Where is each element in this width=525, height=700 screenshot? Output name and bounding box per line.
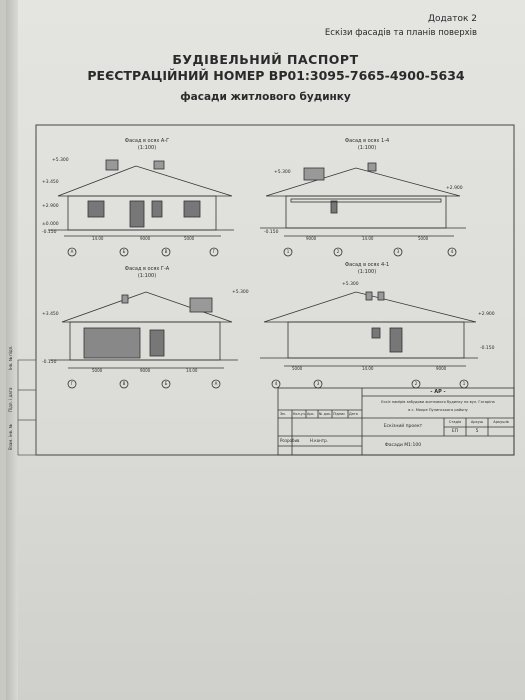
drawing-frame	[35, 124, 515, 456]
title-block	[277, 387, 515, 456]
side-strip-label-2: Підп. і дата	[8, 387, 13, 412]
level-ground-4: -0.150	[480, 346, 495, 351]
axis-1-0: А	[70, 249, 74, 254]
axis-2-3: 4	[450, 249, 454, 254]
axis-3-3: А	[214, 381, 218, 386]
stamp-description-1: Ескіз намірів забудови житлового будинку…	[381, 400, 495, 404]
facade-2-scale: (1:100)	[357, 145, 377, 151]
facade-a-g-drawing	[48, 159, 234, 257]
dim-3a: 5000	[92, 368, 103, 373]
stamp-stage-value: ЕП	[451, 429, 459, 434]
level-ridge-3: +5.300	[232, 290, 249, 295]
dim-3b: 9000	[140, 368, 151, 373]
facade-1-title: Фасад в осях А-Г	[124, 138, 170, 144]
facade-2-title: Фасад в осях 1-4	[344, 138, 390, 144]
axis-4-3: 1	[462, 381, 466, 386]
stamp-sheet-header: Аркуш	[470, 420, 484, 424]
page-title-line2: РЕЄСТРАЦІЙНИЙ НОМЕР ВР01:3095-7665-4900-…	[87, 68, 465, 83]
dim-2a: 9000	[306, 236, 317, 241]
facade-4-1-drawing	[260, 291, 478, 389]
axis-2-2: 3	[396, 249, 400, 254]
stamp-developer: Розробив	[280, 438, 300, 443]
page-subtitle: фасади житлового будинку	[180, 91, 351, 103]
facade-1-scale: (1:100)	[137, 145, 157, 151]
stamp-checker: Н.контр.	[310, 438, 328, 443]
dim-2b: 14.00	[362, 236, 374, 241]
facade-4-scale: (1:100)	[357, 269, 377, 275]
dim-1b: 9000	[140, 236, 151, 241]
stamp-sheet-value: 5	[475, 429, 479, 434]
dim-3c: 14.00	[186, 368, 198, 373]
dim-2c: 5000	[418, 236, 429, 241]
facade-4-title: Фасад в осях 4-1	[344, 262, 390, 268]
dim-1a: 14.00	[92, 236, 104, 241]
stamp-col-6: Дата	[349, 412, 358, 416]
stamp-col-3: Арк.	[307, 412, 315, 416]
drawing-sheet	[17, 124, 515, 456]
level-ground-1: -0.150	[42, 230, 57, 235]
axis-1-3: Г	[212, 249, 216, 254]
stamp-sheet-title: Фасади М1:100	[384, 443, 422, 448]
stamp-code: - АР -	[430, 389, 446, 395]
side-strip	[17, 359, 37, 456]
axis-3-2: Б	[164, 381, 168, 386]
stamp-col-4: № док.	[319, 412, 332, 416]
stamp-col-1: Зм.	[280, 412, 286, 416]
side-strip-label-3: Взам. інв. №	[8, 424, 13, 450]
stamp-description-2: в с. Мокре Пулинського району	[408, 408, 468, 412]
axis-4-1: 3	[316, 381, 320, 386]
axis-1-2: В	[164, 249, 168, 254]
binder-edge	[6, 0, 18, 700]
level-eave-1: +2.900	[42, 204, 59, 209]
axis-1-1: Б	[122, 249, 126, 254]
facade-1-4-drawing	[260, 162, 466, 257]
axis-2-1: 2	[336, 249, 340, 254]
dim-4b: 14.00	[362, 366, 374, 371]
stamp-col-5: Підпис	[333, 412, 346, 416]
level-ground-2: -0.150	[264, 230, 279, 235]
axis-3-1: В	[122, 381, 126, 386]
stamp-project-name: Ескізний проект	[383, 424, 423, 429]
dim-4a: 5000	[292, 366, 303, 371]
stamp-sheets-header: Аркушів	[493, 420, 509, 424]
facade-g-a-drawing	[50, 291, 238, 389]
axis-4-0: 4	[274, 381, 278, 386]
annex-subtitle: Ескізи фасадів та планів поверхів	[324, 28, 477, 38]
level-floor-1: ±0.000	[42, 222, 59, 227]
side-strip-label-1: Інв. № підп.	[8, 345, 13, 370]
level-ground-3: -0.150	[42, 360, 57, 365]
dim-4c: 9000	[436, 366, 447, 371]
stamp-col-2: Кол.уч.	[293, 412, 306, 416]
annex-label: Додаток 2	[427, 14, 477, 24]
level-eave-4: +2.900	[478, 312, 495, 317]
level-roof-1: +3.450	[42, 180, 59, 185]
facade-3-title: Фасад в осях Г-А	[124, 266, 170, 272]
stamp-stage-header: Стадія	[448, 420, 462, 424]
level-roof-3: +3.450	[42, 312, 59, 317]
axis-4-2: 2	[414, 381, 418, 386]
document-page: Додаток 2 Ескізи фасадів та планів повер…	[6, 0, 525, 700]
level-ridge-4: +5.300	[342, 282, 359, 287]
page-title-line1: БУДІВЕЛЬНИЙ ПАСПОРТ	[172, 52, 359, 67]
level-ridge-2: +5.300	[274, 170, 291, 175]
axis-2-0: 1	[286, 249, 290, 254]
dim-1c: 5000	[184, 236, 195, 241]
facade-3-scale: (1:100)	[137, 273, 157, 279]
level-eave-2: +2.900	[446, 186, 463, 191]
axis-3-0: Г	[70, 381, 74, 386]
level-ridge-1: +5.300	[52, 158, 69, 163]
